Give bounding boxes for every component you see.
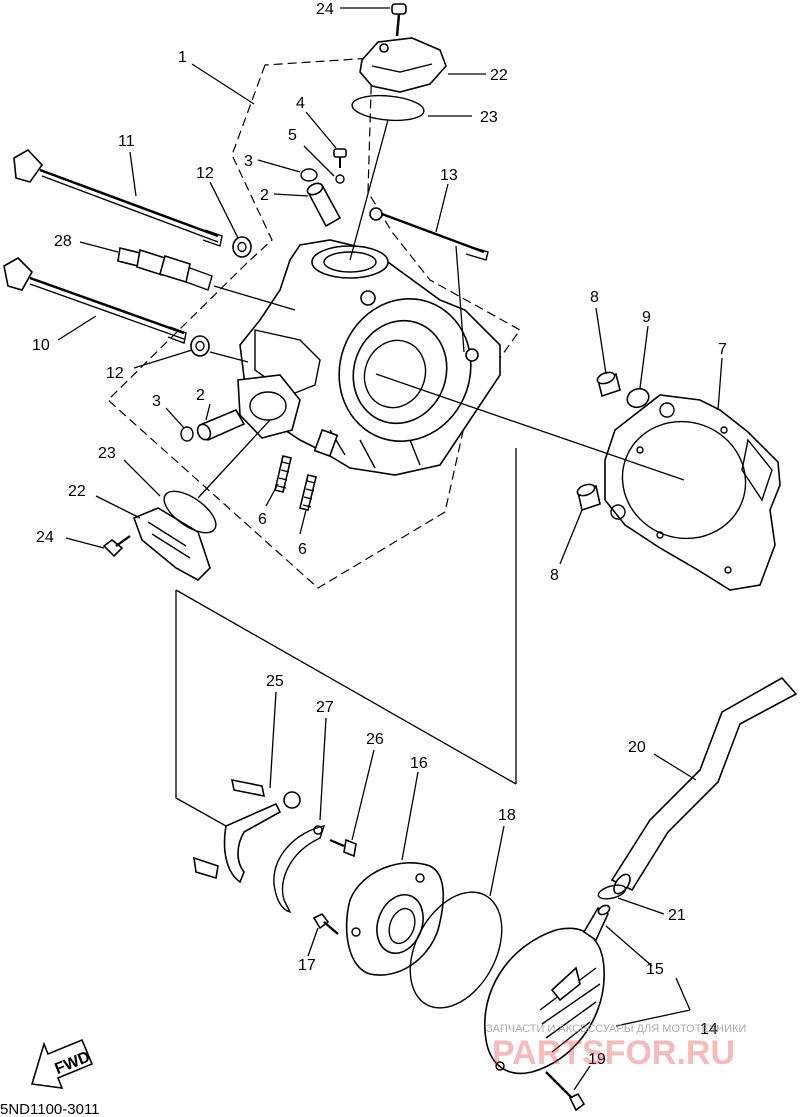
callout-3-upper[interactable]: 3 [244,153,253,170]
o-ring-upper [300,168,318,182]
dowel-pin-lower [196,408,246,442]
cylinder-head-assembly-outline [107,57,521,589]
callout-23-top[interactable]: 23 [480,109,498,126]
watermark-caption: ЗАПЧАСТИ И АКСЕССУАРЫ ДЛЯ МОТОТЕХНИКИ [486,1023,746,1035]
bolt-13 [369,207,489,261]
tappet-cover-22-top [359,37,447,93]
callout-12-upper[interactable]: 12 [196,165,214,182]
stud-bolt-6-left [274,455,292,493]
callout-6-left[interactable]: 6 [258,511,267,528]
nipple-15 [582,904,611,942]
section-link-outline [175,590,227,827]
spark-plug [117,247,213,291]
forward-direction-arrow[interactable]: FWD [30,1038,94,1089]
callout-8-lower[interactable]: 8 [550,567,559,584]
dowel-8-lower [576,483,601,512]
callout-25[interactable]: 25 [266,673,284,690]
callout-23-lower[interactable]: 23 [98,445,116,462]
callout-3-lower[interactable]: 3 [152,393,161,410]
callout-14[interactable]: 14 [700,1021,718,1038]
side-cover-14 [484,927,605,1075]
head-bolt-long-10 [3,257,187,344]
callout-19[interactable]: 19 [588,1051,606,1068]
cover-plate-16 [345,862,445,976]
gasket-23-lower [163,490,217,534]
callout-6-right[interactable]: 6 [298,541,307,558]
diagram-reference-code: 5ND1100-3011 [0,1101,100,1117]
screw-4 [333,148,347,168]
callout-17[interactable]: 17 [298,957,316,974]
bolt-19 [545,1071,586,1112]
bolt-24-lower [102,535,131,558]
callout-7[interactable]: 7 [718,341,727,358]
half-moon-plug-25 [193,778,301,884]
callout-5[interactable]: 5 [288,127,297,144]
o-ring-lower [180,426,194,442]
callout-2-upper[interactable]: 2 [260,187,269,204]
o-ring-9 [626,387,650,409]
washer-12-upper [232,236,252,258]
head-bolt-long-11 [13,148,223,247]
callout-10[interactable]: 10 [32,337,50,354]
tappet-cover-22-lower [132,507,211,581]
callout-24-top[interactable]: 24 [316,1,334,18]
callout-12-lower[interactable]: 12 [106,365,124,382]
callout-22-lower[interactable]: 22 [68,483,86,500]
breather-hose-20-end [613,873,631,895]
bolt-26 [329,838,357,858]
leader-lines [57,7,723,784]
semi-gasket-27 [273,825,326,914]
o-ring-18 [409,891,503,1009]
callout-26[interactable]: 26 [366,731,384,748]
callout-21[interactable]: 21 [668,907,686,924]
dowel-pin-upper [306,182,342,228]
callout-24-lower[interactable]: 24 [36,529,54,546]
callout-9[interactable]: 9 [642,309,651,326]
callout-1[interactable]: 1 [178,49,187,66]
callout-13[interactable]: 13 [440,167,458,184]
stud-bolt-6-right [299,474,317,511]
bolt-17 [312,912,339,935]
cylinder-head [237,239,501,476]
callout-2-lower[interactable]: 2 [196,387,205,404]
gasket-23-top [351,94,425,122]
callout-27[interactable]: 27 [316,699,334,716]
callout-8-upper[interactable]: 8 [590,289,599,306]
hose-clip-21 [597,884,627,900]
callout-22-top[interactable]: 22 [490,67,508,84]
washer-5 [335,174,345,184]
callout-20[interactable]: 20 [628,739,646,756]
lower-leader-lines [269,691,697,1091]
callout-11[interactable]: 11 [118,133,135,150]
washer-12-lower [190,335,210,357]
cylinder-head-gasket [604,394,781,591]
bolt-24-top [391,3,407,37]
callout-18[interactable]: 18 [498,807,516,824]
semi-gasket-27-tab [313,825,323,835]
callout-15[interactable]: 15 [646,961,664,978]
watermark-brand: PARTSFOR.RU [492,1034,735,1072]
callout-labels: 1 2 2 3 3 4 5 6 6 7 8 8 9 10 11 12 12 13… [32,1,727,1068]
breather-hose-20 [610,676,798,892]
callout-16[interactable]: 16 [410,755,428,772]
dowel-8-upper [596,371,621,398]
washer-12-lower-hole [195,340,205,352]
callout-4[interactable]: 4 [296,95,305,112]
washer-12-upper-hole [237,241,247,253]
section-link-diagonal [175,589,517,785]
callout-28[interactable]: 28 [54,233,72,250]
